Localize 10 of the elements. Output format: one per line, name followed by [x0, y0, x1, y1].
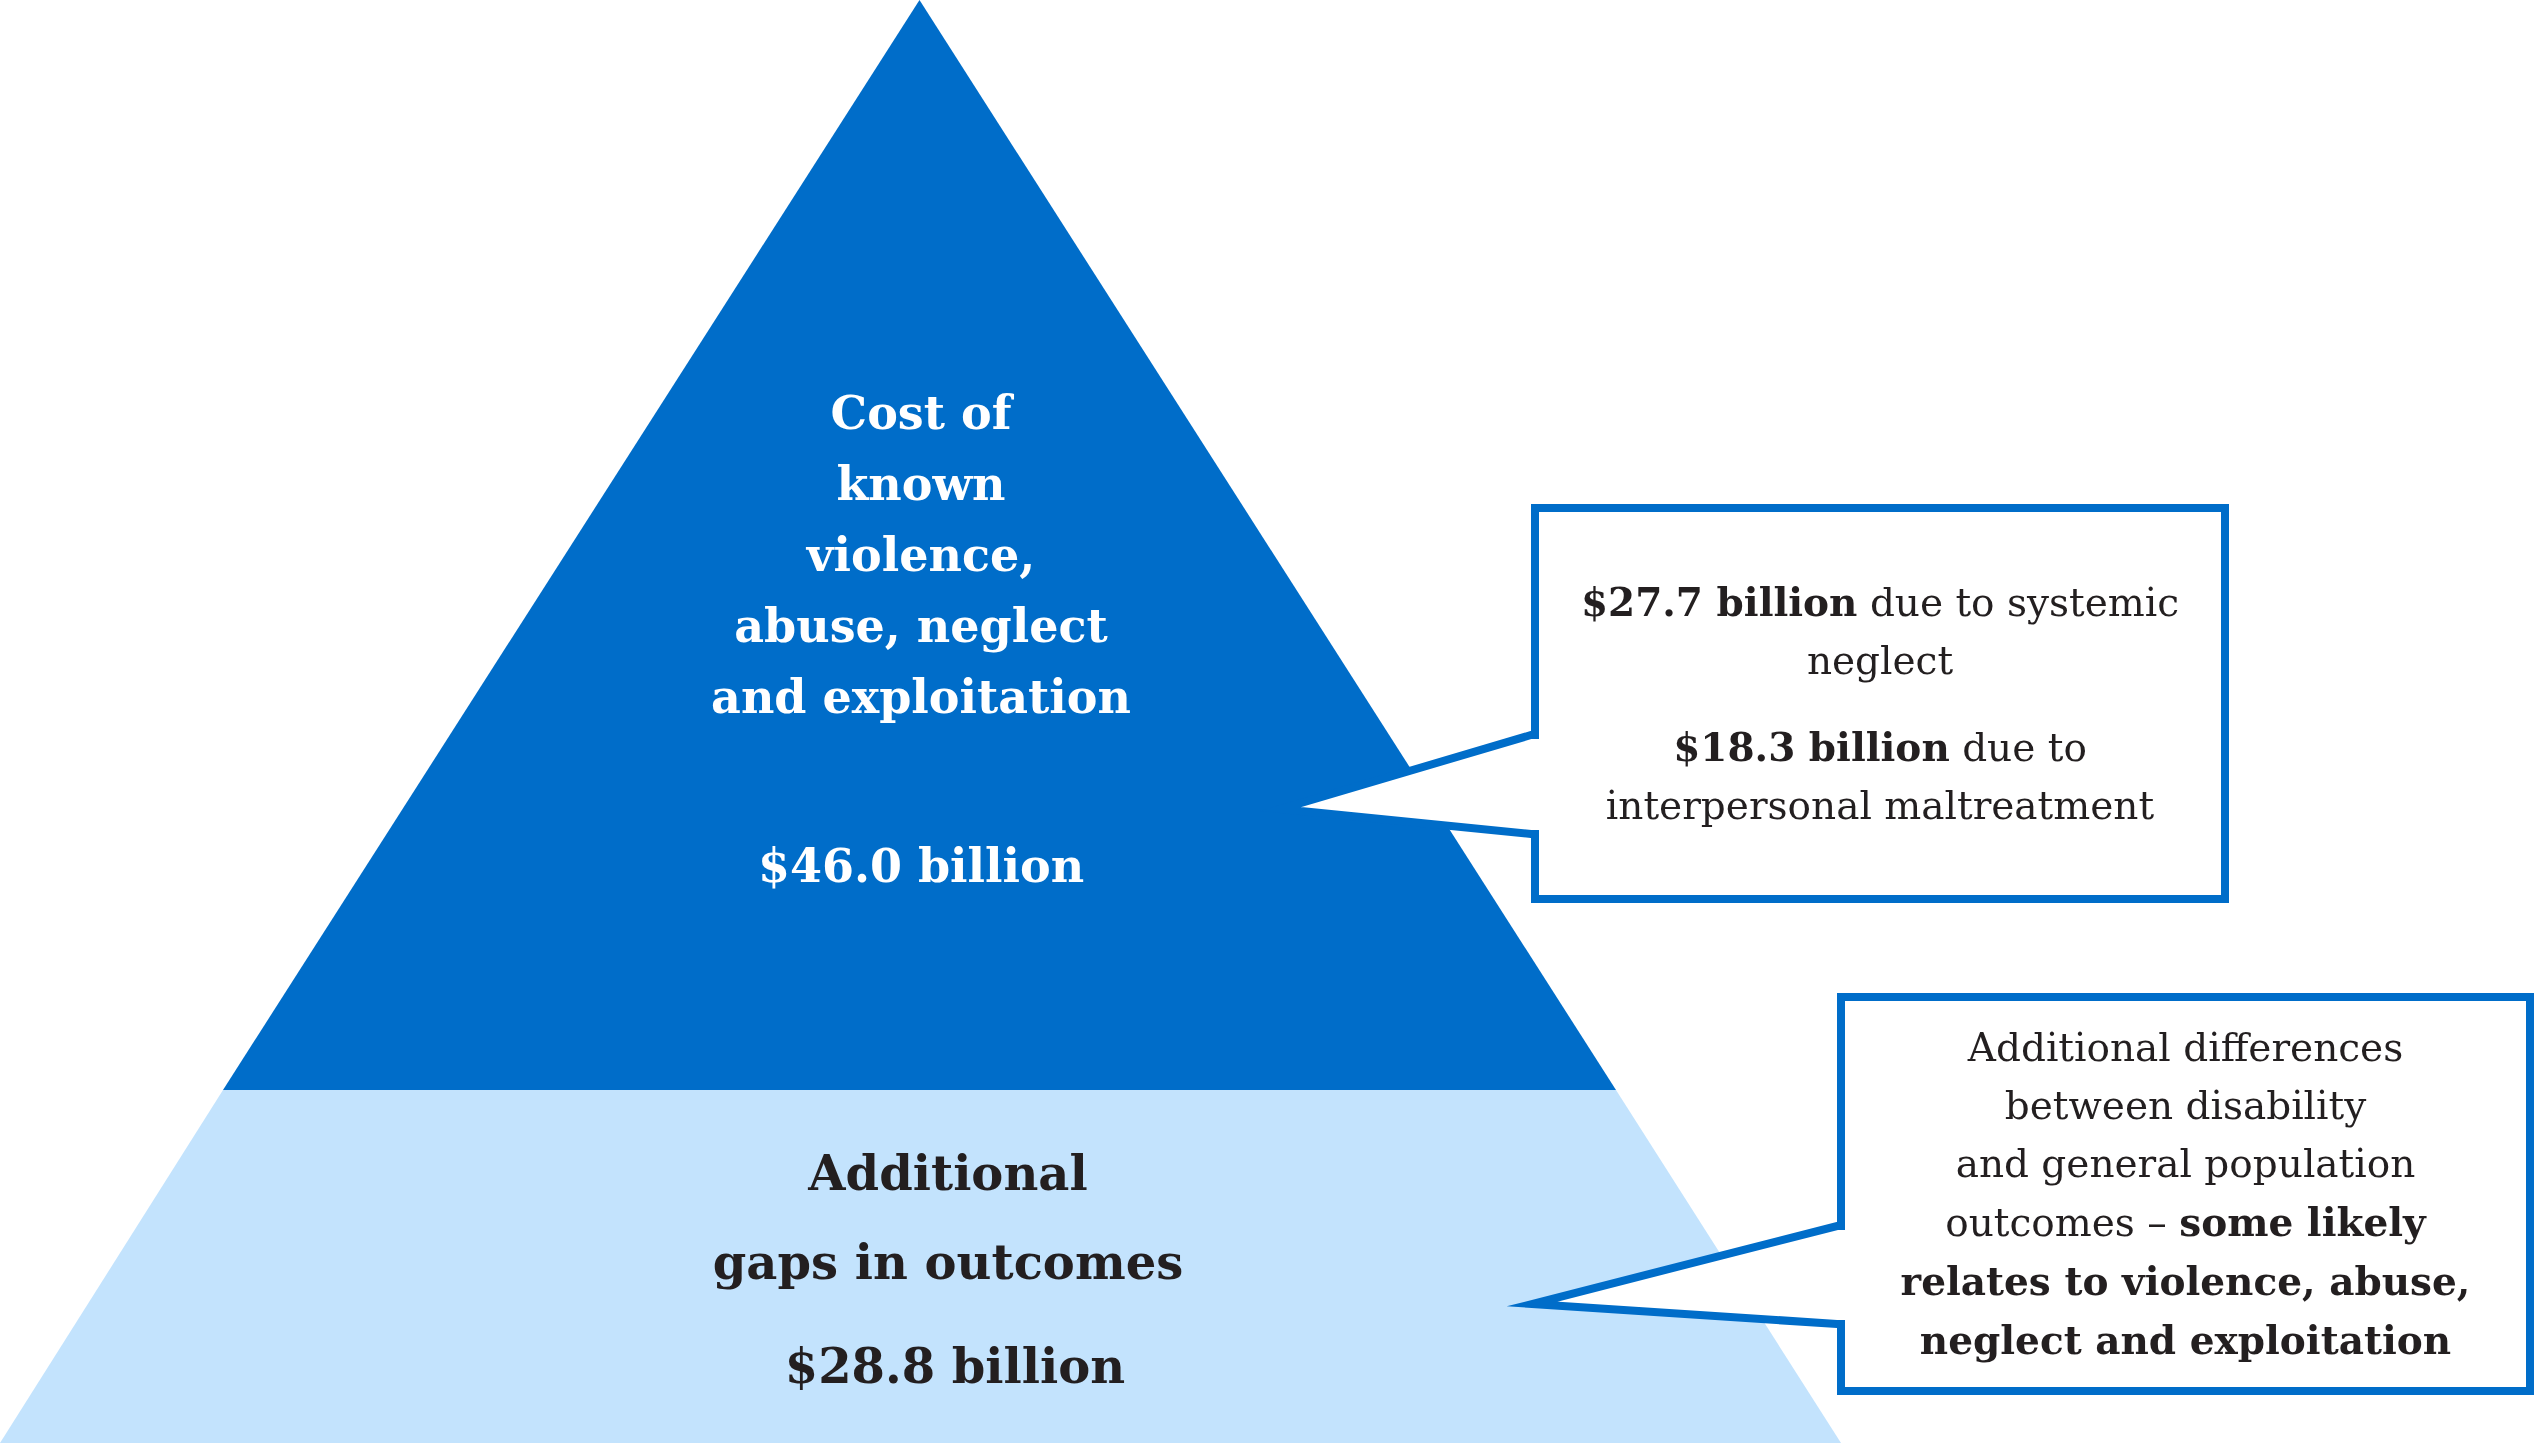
callout-text: Additional differences between disability and general population outcomes – some likely relates to violence, abuse, neglect and exploitation — [1899, 1023, 2472, 1365]
callout-box — [1531, 504, 2229, 903]
tier-heading: Cost of known violence, abuse, neglect and exploitation — [711, 386, 1131, 724]
callout-box — [1837, 993, 2534, 1395]
cost-value: $46.0 billion — [757, 839, 1085, 893]
callout-text: $27.7 billion due to systemic neglect — [1579, 577, 2181, 685]
cost-value: $28.8 billion — [784, 1338, 1126, 1394]
pyramid-base-tier — [0, 1090, 1841, 1443]
callout-text: $18.3 billion due to interpersonal maltreatment — [1604, 722, 2156, 830]
tier-heading: Additional gaps in outcomes — [712, 1145, 1184, 1290]
